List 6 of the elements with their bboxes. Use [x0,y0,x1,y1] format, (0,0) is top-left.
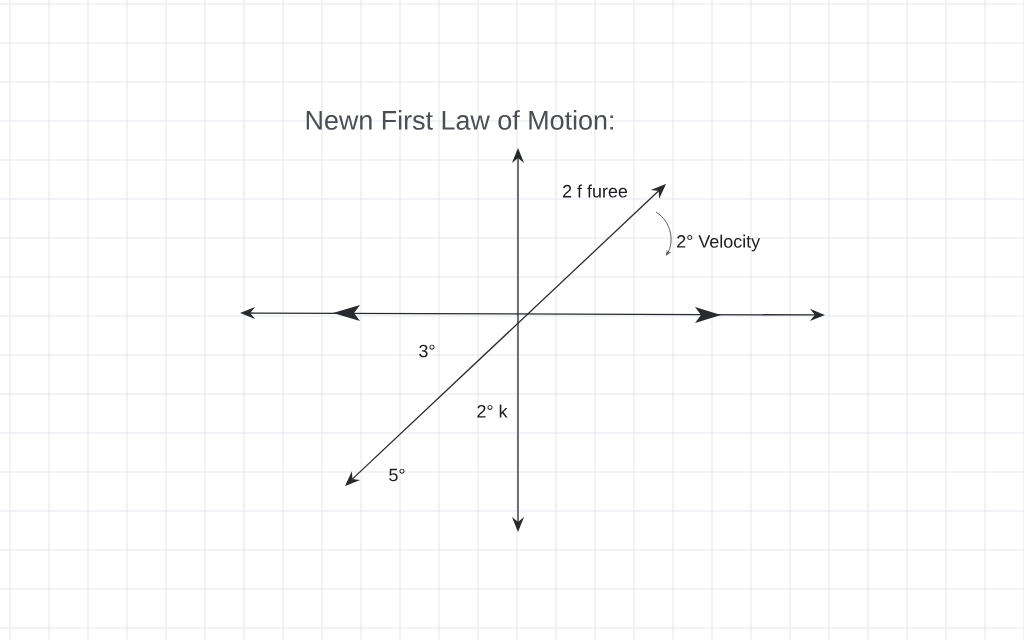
axis-label: 2° Velocity [677,234,761,252]
axis-label: 3° [419,344,435,358]
axis-label: 2 f furee [563,184,628,198]
axis-label: 5° [389,468,405,482]
title: Newn First Law of Motion: [306,110,613,130]
axis-label: 2° k [477,404,508,418]
